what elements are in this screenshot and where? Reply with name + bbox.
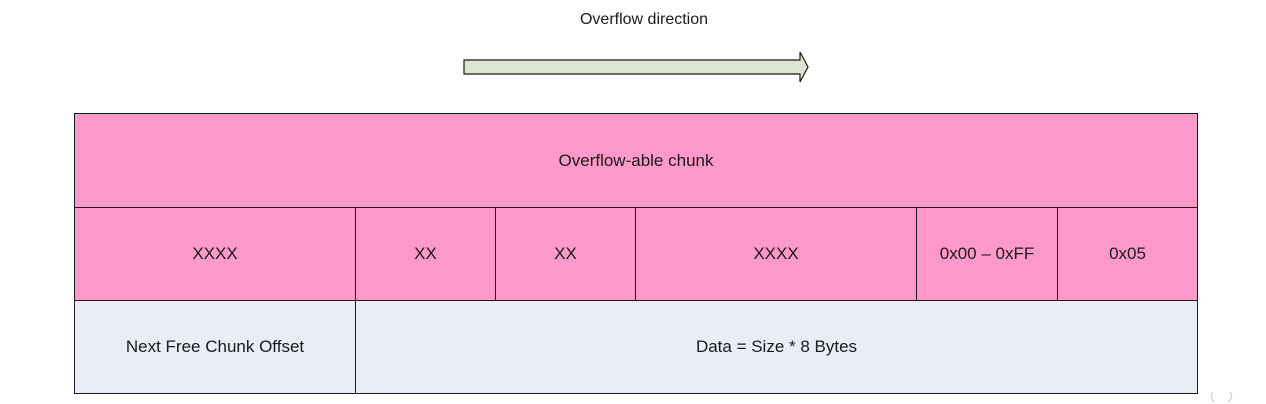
overflow-direction-label: Overflow direction (579, 11, 709, 28)
chunk-layout-diagram: Overflow-able chunk XXXX XX XX XXXX 0x00… (74, 113, 1198, 394)
chunk-field-value: XX (414, 244, 437, 263)
chunk-field-value: 0x05 (1109, 244, 1146, 263)
chunk-field-value: XXXX (192, 244, 238, 263)
chunk-data-label: Data = Size * 8 Bytes (695, 337, 858, 356)
chunk-field: XX (495, 207, 636, 301)
watermark-logo-icon (1210, 391, 1233, 403)
next-free-chunk-offset-cell: Next Free Chunk Offset (74, 300, 356, 394)
chunk-field-value: XX (554, 244, 577, 263)
chunk-data-cell: Data = Size * 8 Bytes (355, 300, 1198, 394)
chunk-field: XXXX (74, 207, 356, 301)
chunk-field: XX (355, 207, 496, 301)
chunk-field: XXXX (635, 207, 917, 301)
overflow-direction-arrow (463, 51, 809, 83)
chunk-field-value: 0x00 – 0xFF (939, 244, 1035, 263)
chunk-field: 0x05 (1057, 207, 1198, 301)
next-free-chunk-offset-label: Next Free Chunk Offset (125, 337, 305, 356)
chunk-field-value: XXXX (753, 244, 799, 263)
overflow-able-chunk-label: Overflow-able chunk (558, 150, 714, 170)
chunk-field: 0x00 – 0xFF (916, 207, 1058, 301)
overflow-able-chunk-header: Overflow-able chunk (74, 113, 1198, 208)
